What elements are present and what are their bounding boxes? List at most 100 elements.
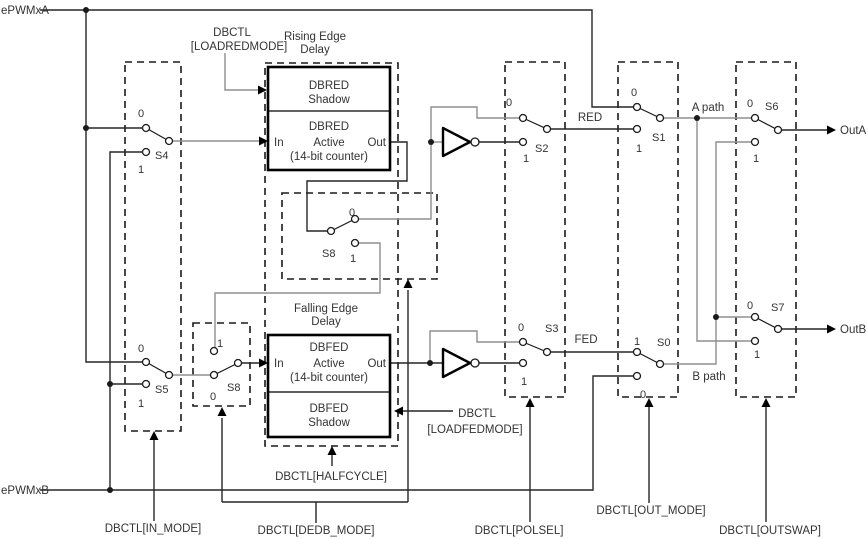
s1-pos1: 1 [636, 143, 642, 155]
outswap-arrow [761, 398, 771, 407]
block-titles: Rising Edge Delay Falling Edge Delay [284, 31, 358, 328]
s4-pos1: 1 [138, 164, 144, 176]
s6-pos0: 0 [747, 98, 753, 110]
switch-contacts [141, 102, 783, 389]
rising-edge-title-2: Delay [300, 44, 330, 56]
arrowheads [149, 85, 836, 455]
wire-s4-in1 [109, 151, 146, 490]
dbfed-shadow-2: Shadow [308, 417, 350, 429]
s5-pos0: 0 [138, 343, 144, 355]
s4-pos0: 0 [138, 108, 144, 120]
s0-arm [636, 351, 661, 365]
switch-arms [145, 106, 779, 376]
s8-lower-name: S8 [227, 382, 240, 394]
s8-upper-name: S8 [322, 248, 335, 260]
s8-lower-pos0: 0 [210, 391, 216, 403]
dbfed-in-label: In [274, 358, 284, 370]
wire-s8-pos1-link [214, 242, 381, 351]
wires-black [40, 9, 827, 523]
halfcycle-arrow [327, 446, 337, 455]
io-labels: ePWMxA ePWMxB OutA OutB RED FED A path B… [1, 5, 867, 497]
wire-s8-pos0-node [355, 106, 523, 220]
wire-epwmxb [40, 375, 637, 491]
delay-blocks-box [264, 62, 399, 447]
dbred-active-1: DBRED [309, 121, 349, 133]
rising-edge-title-1: Rising Edge [284, 31, 346, 43]
loadfedmode-label-2: [LOADFEDMODE] [427, 424, 522, 436]
polsel-arrow [525, 398, 535, 407]
s4-name: S4 [155, 150, 168, 162]
polsel-box [504, 61, 566, 398]
dbfed-active-1: DBFED [310, 342, 349, 354]
switch-labels: 0 S4 1 0 S5 1 0 S8 1 1 S8 0 0 S2 1 0 S3 … [138, 87, 785, 410]
polsel-label: DBCTL[POLSEL] [475, 525, 564, 537]
dbred-texts: DBRED Shadow DBRED Active (14-bit counte… [274, 80, 387, 163]
dbred-rect [266, 65, 392, 172]
s5-name: S5 [155, 384, 168, 396]
dbfed-in-arrow [259, 358, 268, 368]
dbred-shadow-1: DBRED [309, 80, 349, 92]
s6-name: S6 [765, 101, 778, 113]
s6-pos1: 1 [753, 153, 759, 165]
s2-name: S2 [535, 143, 548, 155]
wire-loadredmode [224, 53, 258, 91]
dbred-active-2: Active [313, 137, 344, 149]
dbfed-active-2: Active [313, 358, 344, 370]
dbred-out-label: Out [367, 137, 386, 149]
in-mode-label: DBCTL[IN_MODE] [105, 523, 202, 535]
loadredmode-arrow [258, 85, 267, 95]
s4-arm [145, 127, 170, 142]
fed-label: FED [575, 334, 598, 346]
loadredmode-label-1: DBCTL [213, 27, 251, 39]
b-path-label: B path [692, 371, 725, 383]
wires-gray [172, 53, 755, 376]
control-labels: DBCTL [LOADREDMODE] DBCTL [LOADFEDMODE] … [105, 27, 821, 537]
inverter-a-triangle [441, 126, 472, 158]
s8-lower-pos1: 1 [217, 338, 223, 350]
epwmxb-label: ePWMxB [1, 485, 49, 497]
red-label: RED [578, 112, 602, 124]
s7-pos1: 1 [754, 349, 760, 361]
dbred-shadow-2: Shadow [308, 94, 350, 106]
s8-upper-box [281, 192, 438, 280]
wire-fed-to-s3 [429, 330, 523, 363]
outa-label: OutA [840, 125, 867, 137]
out-mode-arrow [644, 398, 654, 407]
a-path-label: A path [692, 102, 725, 114]
falling-edge-title-1: Falling Edge [294, 303, 358, 315]
dbred-in-arrow [259, 136, 268, 146]
wire-a-path-cross [696, 118, 755, 342]
dedb-mode-label: DBCTL[DEDB_MODE] [258, 525, 375, 537]
dbfed-shadow-1: DBFED [310, 403, 349, 415]
s8-lower-box [192, 322, 251, 407]
s5-arm [145, 361, 170, 376]
s0-name: S0 [657, 337, 670, 349]
wire-dbred-out-to-s8 [306, 141, 408, 232]
loadredmode-label-2: [LOADREDMODE] [191, 41, 288, 53]
in-mode-box [124, 61, 182, 432]
s1-name: S1 [652, 132, 665, 144]
dbfed-out-label: Out [367, 358, 386, 370]
inverter-a-bubble [470, 137, 480, 147]
out-mode-label: DBCTL[OUT_MODE] [596, 505, 705, 517]
s3-pos1: 1 [521, 376, 527, 388]
wire-dedb-mode [221, 290, 409, 523]
s7-arm [754, 316, 779, 330]
dbfed-active-3: (14-bit counter) [290, 372, 368, 384]
dbred-block [266, 65, 392, 172]
outa-arrow [827, 125, 836, 135]
s3-name: S3 [545, 323, 558, 335]
s5-pos1: 1 [138, 398, 144, 410]
dbfed-texts: DBFED Active (14-bit counter) In Out DBF… [274, 342, 387, 429]
loadfedmode-arrow [394, 406, 403, 416]
junction-dots [83, 7, 719, 493]
wire-b-path-cross [663, 141, 755, 365]
s1-arm [636, 106, 661, 119]
outb-label: OutB [840, 324, 867, 336]
wire-epwmxa [40, 9, 637, 108]
s0-pos1: 1 [634, 336, 640, 348]
outb-arrow [827, 324, 836, 334]
s2-pos1: 1 [523, 153, 529, 165]
s3-pos0: 0 [518, 322, 524, 334]
